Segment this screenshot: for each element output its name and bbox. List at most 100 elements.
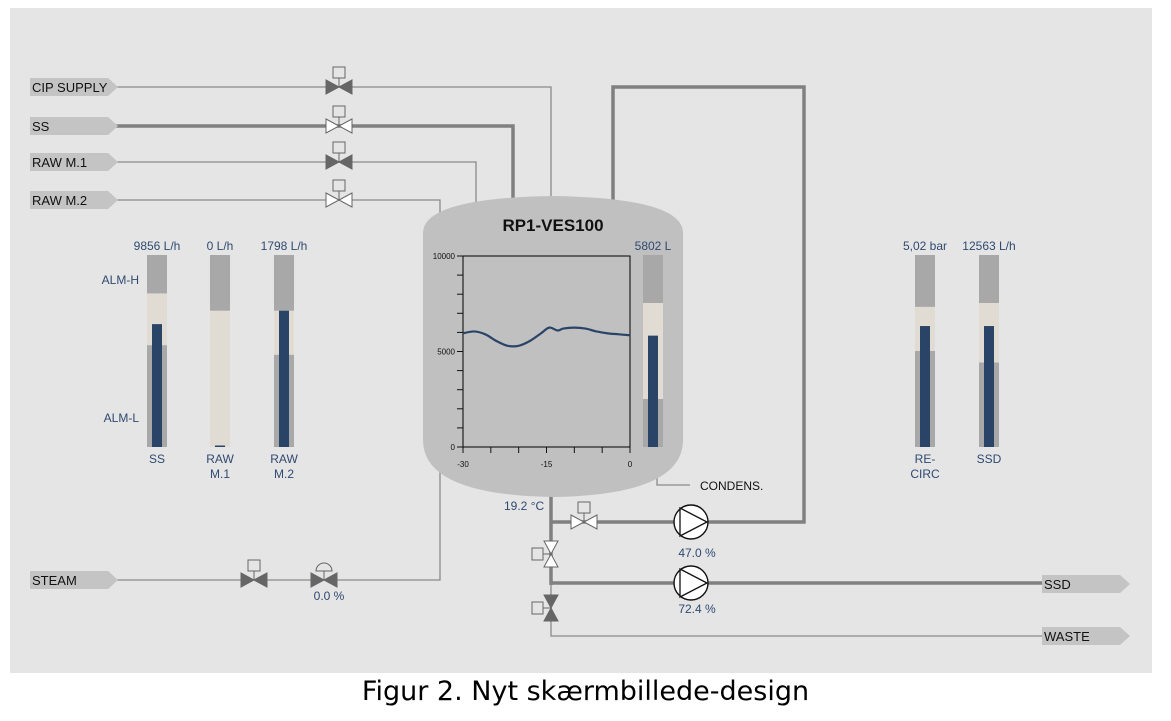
solenoid-actuator-icon xyxy=(332,141,346,154)
tag-cip-supply[interactable]: CIP SUPPLY xyxy=(30,78,118,96)
gauge-value: 5802 L xyxy=(635,239,672,253)
y-tick-label: 10000 xyxy=(433,252,456,261)
ssd-pump-output: 72.4 % xyxy=(678,602,716,616)
gauge-vessel-level: 5802 L xyxy=(635,239,672,447)
pipe-cip-supply xyxy=(115,86,552,200)
valve-body[interactable] xyxy=(325,154,341,170)
solenoid-actuator-icon xyxy=(577,501,591,514)
tag-waste[interactable]: WASTE xyxy=(1042,627,1130,645)
gauge-label: SSD xyxy=(977,452,1002,466)
valve-body[interactable] xyxy=(543,540,559,556)
vessel-title: RP1-VES100 xyxy=(502,216,603,235)
recirc-pump-output: 47.0 % xyxy=(678,546,716,560)
pipe-ss xyxy=(115,124,515,200)
alarm-high-label: ALM-H xyxy=(102,273,139,287)
solenoid-actuator-icon xyxy=(332,105,346,118)
level-trend-chart: 0 5000 10000 -30 -15 0 xyxy=(433,252,633,469)
solenoid-actuator-icon xyxy=(531,547,544,561)
chart-plot-area xyxy=(462,255,631,448)
gauge-fill xyxy=(648,335,658,447)
valve-body[interactable] xyxy=(337,118,353,134)
tag-raw-m2[interactable]: RAW M.2 xyxy=(30,191,118,209)
valve-body[interactable] xyxy=(325,79,341,95)
pump-icon[interactable] xyxy=(673,565,709,601)
valve-body[interactable] xyxy=(337,154,353,170)
valve-body[interactable] xyxy=(543,606,559,622)
gauge-ss-flow: 9856 L/hSS xyxy=(134,239,181,466)
tag-raw-m1[interactable]: RAW M.1 xyxy=(30,153,118,171)
valve-raw-m2[interactable] xyxy=(325,179,353,208)
valve-cip-supply[interactable] xyxy=(325,66,353,95)
valve-body[interactable] xyxy=(240,572,256,588)
valve-body[interactable] xyxy=(337,192,353,208)
pump-triangle xyxy=(679,567,709,599)
tag-shape[interactable] xyxy=(1042,575,1130,593)
solenoid-actuator-icon xyxy=(247,559,261,572)
gauge-fill xyxy=(279,310,289,447)
recirc-pump[interactable] xyxy=(673,504,709,540)
tag-label: CIP SUPPLY xyxy=(32,80,108,95)
pipe-raw-m1 xyxy=(115,161,477,205)
solenoid-actuator-icon xyxy=(332,66,346,79)
gauge-fill xyxy=(984,326,994,447)
tag-ssd[interactable]: SSD xyxy=(1042,575,1130,593)
alarm-low-label: ALM-L xyxy=(104,411,140,425)
valve-body[interactable] xyxy=(570,514,586,530)
gauge-fill xyxy=(152,324,162,447)
valve-body[interactable] xyxy=(325,192,341,208)
valve-steam-onoff[interactable] xyxy=(240,559,268,588)
tag-shape[interactable] xyxy=(1042,627,1130,645)
tag-shape[interactable] xyxy=(30,78,118,96)
ssd-pump[interactable] xyxy=(673,565,709,601)
valve-body[interactable] xyxy=(543,552,559,568)
valve-body[interactable] xyxy=(325,118,341,134)
gauge-label: M.2 xyxy=(274,467,294,481)
solenoid-actuator-icon xyxy=(332,179,346,192)
solenoid-actuator-icon xyxy=(531,601,544,615)
x-tick-label: -15 xyxy=(541,460,553,469)
gauge-normal-band xyxy=(210,310,230,447)
x-tick-label: -30 xyxy=(457,460,469,469)
valve-steam-control[interactable] xyxy=(310,562,338,588)
valve-body[interactable] xyxy=(310,572,326,588)
tag-shape[interactable] xyxy=(30,117,118,135)
figure-caption: Figur 2. Nyt skærmbillede-design xyxy=(361,676,810,707)
valve-waste[interactable] xyxy=(531,594,559,622)
pump-icon[interactable] xyxy=(673,504,709,540)
tag-label: STEAM xyxy=(32,573,77,588)
valve-body[interactable] xyxy=(252,572,268,588)
gauge-value: 12563 L/h xyxy=(962,239,1015,253)
valve-raw-m1[interactable] xyxy=(325,141,353,170)
gauge-value: 5,02 bar xyxy=(903,239,947,253)
condensate-label: CONDENS. xyxy=(700,479,763,493)
pipe-raw-m2 xyxy=(115,199,441,215)
valve-ss[interactable] xyxy=(325,105,353,134)
x-tick-label: 0 xyxy=(628,460,633,469)
valve-ssd-outlet[interactable] xyxy=(531,540,559,568)
tag-steam[interactable]: STEAM xyxy=(30,571,118,589)
y-tick-label: 5000 xyxy=(437,348,455,357)
chart-ticks: 0 5000 10000 -30 -15 0 xyxy=(433,252,633,469)
valve-body[interactable] xyxy=(337,79,353,95)
gauge-fill xyxy=(920,326,930,447)
tag-shape[interactable] xyxy=(30,191,118,209)
gauge-label: RE- xyxy=(915,452,936,466)
y-tick-label: 0 xyxy=(451,443,456,452)
valve-body[interactable] xyxy=(322,572,338,588)
tag-shape[interactable] xyxy=(30,153,118,171)
gauge-label: RAW xyxy=(270,452,298,466)
tag-label: SSD xyxy=(1044,577,1071,592)
tag-label: RAW M.2 xyxy=(32,193,87,208)
tag-ss[interactable]: SS xyxy=(30,117,118,135)
valve-body[interactable] xyxy=(582,514,598,530)
tag-shape[interactable] xyxy=(30,571,118,589)
valve-body[interactable] xyxy=(543,594,559,610)
gauge-value: 0 L/h xyxy=(207,239,234,253)
valve-recirc[interactable] xyxy=(570,501,598,530)
